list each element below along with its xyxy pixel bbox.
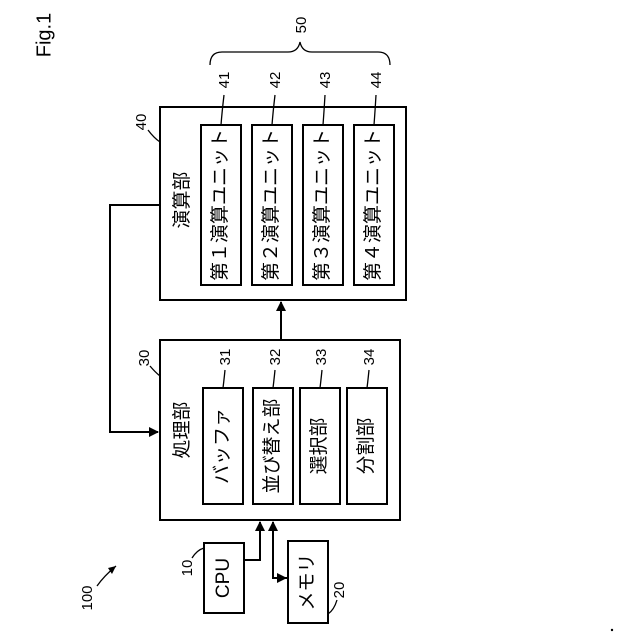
processing-ref: 30: [136, 350, 153, 367]
compute-unit-2-ref: 42: [267, 72, 284, 89]
processing-unit-3-ref: 33: [313, 349, 330, 366]
processing-unit-2-ref: 32: [267, 349, 284, 366]
corner-dot: [611, 629, 613, 631]
compute-label: 演算部: [171, 171, 193, 228]
compute-unit-1-ref: 41: [216, 72, 233, 89]
compute-ref: 40: [133, 114, 150, 131]
compute-ref-leader: [148, 130, 160, 142]
compute-unit-4-label: 第４演算ユニット: [362, 129, 384, 281]
compute-unit-2-label: 第２演算ユニット: [260, 129, 282, 281]
compute-unit-3-ref: 43: [317, 72, 334, 89]
memory-processing-link: [273, 522, 288, 578]
memory-ref: 20: [331, 582, 348, 599]
memory-ref-leader: [328, 600, 337, 614]
compute-unit-1-label: 第１演算ユニット: [209, 129, 231, 281]
processing-unit-4-ref: 34: [361, 349, 378, 366]
cpu-to-processing-arrow: [244, 522, 260, 560]
cpu-ref-leader: [192, 548, 204, 558]
compute-unit-4-ref: 44: [368, 72, 385, 89]
processing-unit-4-label: 分割部: [355, 417, 377, 474]
cpu-ref: 10: [179, 560, 196, 577]
processing-label: 処理部: [171, 401, 193, 458]
group-ref: 50: [293, 17, 310, 34]
processing-unit-3-label: 選択部: [308, 417, 330, 474]
processing-ref-leader: [150, 366, 160, 376]
cpu-label: CPU: [213, 558, 234, 598]
compute-unit-3-label: 第３演算ユニット: [311, 129, 333, 281]
processing-unit-1-label: バッファ: [212, 408, 233, 484]
figure-label: Fig.1: [33, 13, 55, 57]
processing-unit-2-label: 並び替え部: [261, 398, 283, 493]
group-brace: [210, 42, 390, 65]
compute-to-processing-arrow: [110, 205, 160, 432]
processing-unit-1-ref: 31: [217, 349, 234, 366]
system-ref: 100: [79, 585, 96, 610]
memory-label: メモリ: [297, 553, 318, 610]
